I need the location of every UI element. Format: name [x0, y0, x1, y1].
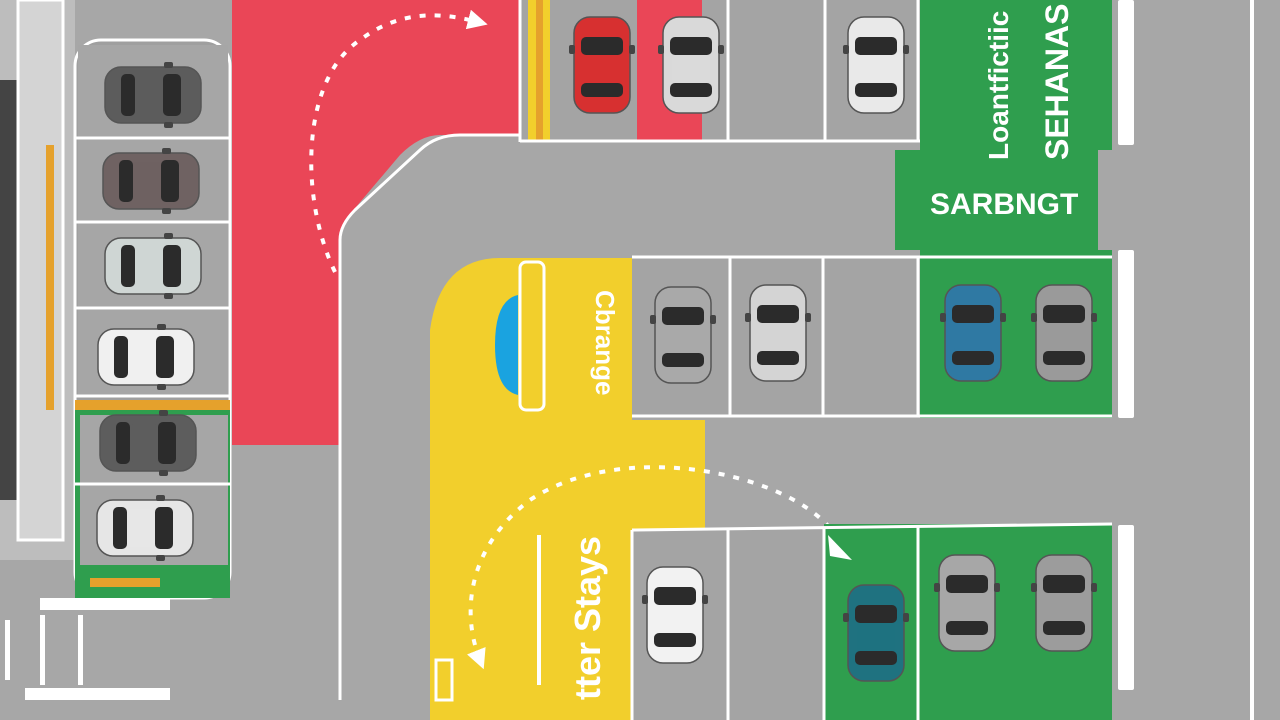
yellow-dashed-arrow: [467, 465, 832, 670]
car: [104, 232, 202, 300]
bottom-left-markings: [5, 598, 170, 700]
green-vertical-label-right: SEHANAS: [1039, 4, 1075, 160]
far-right-road-line: [1250, 0, 1254, 720]
blue-accessible-marker: [495, 295, 518, 395]
yellow-vertical-label-top: Cbrange: [590, 290, 620, 395]
top-bay-lines: [518, 0, 920, 143]
green-vertical-label-left: Loantfictiic: [983, 11, 1014, 160]
car: [641, 566, 709, 664]
car: [649, 286, 717, 384]
right-curb-markers: [1118, 0, 1134, 690]
red-zone: [232, 0, 520, 445]
car: [657, 16, 725, 114]
yellow-vertical-label-bottom: tter Stays: [567, 536, 608, 700]
green-horizontal-label: SARBNGT: [930, 188, 1078, 221]
yellow-bollard: [434, 658, 454, 702]
curb-orange-strip: [46, 145, 54, 410]
building-dark: [0, 80, 18, 500]
car: [97, 323, 195, 391]
car: [568, 16, 636, 114]
car: [1030, 284, 1098, 382]
yellow-lane-line: [537, 535, 541, 685]
red-dashed-arrow: [309, 9, 488, 273]
car: [99, 409, 197, 477]
yellow-post: [518, 260, 546, 412]
car: [96, 494, 194, 562]
road-edge-line: [338, 133, 900, 700]
car: [1030, 554, 1098, 652]
left-green-curb: [75, 400, 230, 410]
car: [104, 61, 202, 129]
left-orange-marker: [90, 578, 160, 587]
bottom-green-arrow-tip: [828, 535, 852, 560]
car: [933, 554, 1001, 652]
top-orange-strip: [536, 0, 543, 140]
building-wall: [16, 0, 65, 542]
middle-bay-lines: [632, 255, 1112, 418]
car: [744, 284, 812, 382]
car: [842, 16, 910, 114]
car: [842, 584, 910, 682]
car: [102, 147, 200, 215]
car: [939, 284, 1007, 382]
left-bay-lines: [75, 136, 230, 486]
bottom-bay-lines: [630, 522, 1113, 720]
